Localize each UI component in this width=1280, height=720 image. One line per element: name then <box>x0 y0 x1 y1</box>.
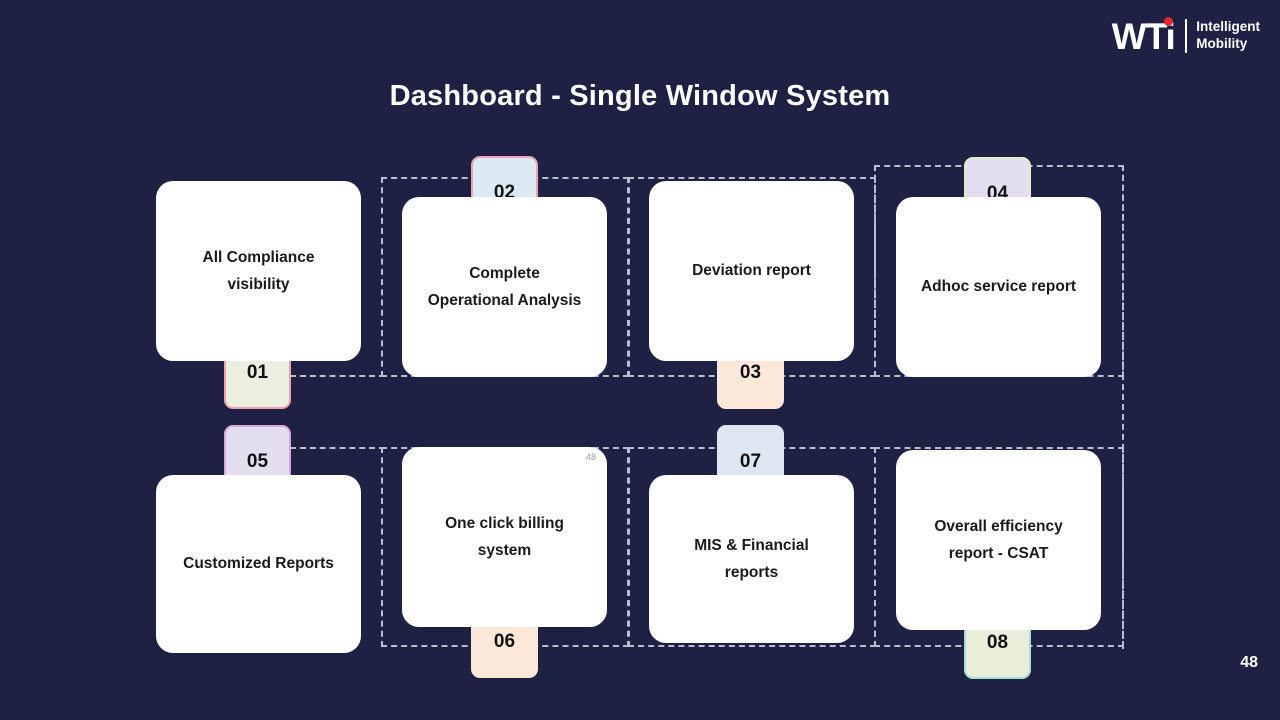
logo-tagline-line2: Mobility <box>1196 36 1248 51</box>
card-label: Complete Operational Analysis <box>427 264 582 309</box>
logo-red-dot-icon <box>1164 16 1174 26</box>
card-label: One click billing system <box>445 514 564 559</box>
card-mis-financial-reports[interactable]: MIS & Financial reports <box>649 475 854 643</box>
card-one-click-billing-system[interactable]: One click billing system 48 <box>402 447 607 627</box>
card-customized-reports[interactable]: Customized Reports <box>156 475 361 653</box>
card-complete-operational-analysis[interactable]: Complete Operational Analysis <box>402 197 607 377</box>
page-number: 48 <box>1240 654 1258 671</box>
card-label: All Compliance visibility <box>202 248 315 293</box>
card-label: Adhoc service report <box>920 278 1077 296</box>
connector-spine-right <box>1122 165 1124 649</box>
card-label: Overall efficiency report - CSAT <box>934 517 1063 562</box>
badge-number: 01 <box>246 361 269 383</box>
connector-stub-05 <box>290 447 385 449</box>
card-deviation-report[interactable]: Deviation report <box>649 181 854 361</box>
card-label: Deviation report <box>692 262 811 280</box>
card-label: Customized Reports <box>183 555 334 573</box>
connector-stub-01 <box>290 375 385 377</box>
card-label: MIS & Financial reports <box>694 536 809 581</box>
badge-number: 05 <box>246 450 269 472</box>
logo-tagline: Intelligent Mobility <box>1196 19 1260 53</box>
wti-logo: WTi Intelligent Mobility <box>1112 14 1260 58</box>
logo-tagline-line1: Intelligent <box>1196 19 1260 35</box>
logo-divider <box>1185 19 1188 53</box>
card-overall-efficiency-report-csat[interactable]: Overall efficiency report - CSAT <box>896 450 1101 630</box>
logo-wordmark: WTi <box>1112 16 1176 55</box>
page-title: Dashboard - Single Window System <box>389 80 891 112</box>
badge-number: 07 <box>739 450 762 472</box>
card-adhoc-service-report[interactable]: Adhoc service report <box>896 197 1101 377</box>
card-watermark: 48 <box>585 452 596 462</box>
badge-number: 03 <box>739 361 762 383</box>
badge-number: 06 <box>493 630 516 652</box>
badge-number: 08 <box>986 631 1009 653</box>
card-all-compliance-visibility[interactable]: All Compliance visibility <box>156 181 361 361</box>
